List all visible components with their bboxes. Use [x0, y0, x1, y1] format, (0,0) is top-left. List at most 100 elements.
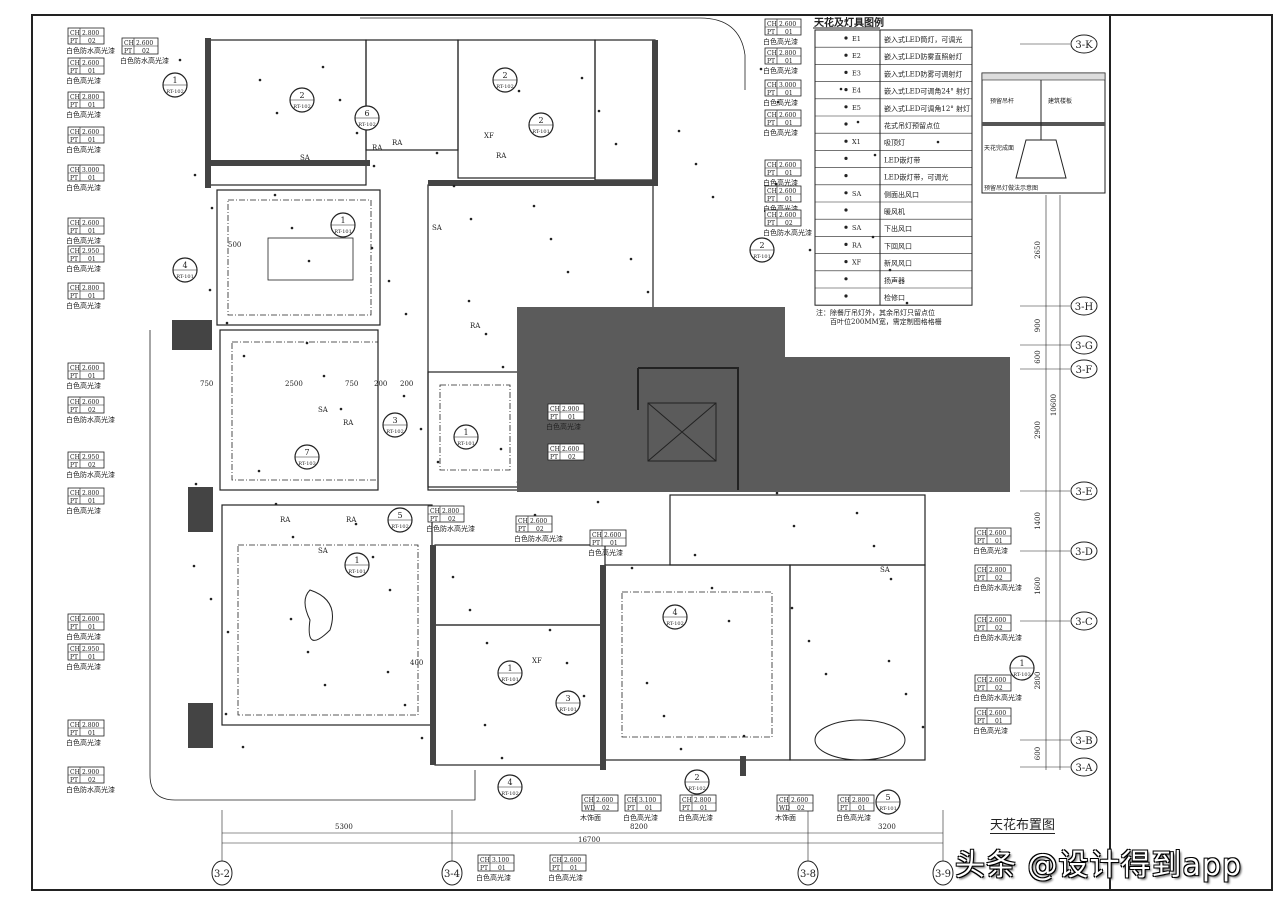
tag-material-value: 01	[785, 29, 793, 36]
tag-finish: 白色高光漆	[66, 264, 101, 273]
axis-bubble	[441, 860, 463, 886]
legend-label: 下出风口	[884, 224, 912, 233]
tag-ch-key: CH	[70, 454, 80, 461]
tag-ch-key: CH	[767, 50, 777, 57]
downlight-icon	[291, 535, 295, 539]
legend-label: 嵌入式LED防雾直照射灯	[884, 52, 962, 61]
axis-bubble	[1070, 359, 1098, 379]
tag-material-key: WD	[584, 805, 595, 812]
tag-ch-key: CH	[70, 248, 80, 255]
tag-finish: 白色防水高光漆	[66, 785, 115, 794]
legend-code: X1	[852, 138, 861, 146]
downlight-icon	[775, 491, 779, 495]
callout-ref: RT-102	[501, 791, 519, 797]
slab	[981, 72, 1106, 81]
drawing-title: 天花布置图	[990, 818, 1056, 834]
axis-label: 3-E	[1075, 487, 1092, 498]
vent-label: XF	[532, 657, 542, 665]
downlight-icon	[209, 597, 213, 601]
tag-material-key: PT	[70, 730, 78, 737]
tag-ch-key: CH	[70, 365, 80, 372]
tag-material-value: 01	[88, 68, 96, 75]
downlight-icon	[582, 694, 586, 698]
tag-ch-value: 2.600	[604, 532, 621, 539]
downlight-icon	[693, 553, 697, 557]
vent-label: RA	[346, 516, 357, 524]
legend-symbol-icon	[844, 36, 848, 40]
tag-ch-value: 2.600	[989, 710, 1006, 717]
tag-material-key: PT	[767, 196, 775, 203]
tag-ch-value: 2.800	[852, 797, 869, 804]
pendant-lamp-icon	[1015, 80, 1067, 179]
downlight-icon	[258, 78, 262, 82]
legend-symbol-icon	[844, 208, 848, 212]
axis-label: 3-H	[1075, 302, 1094, 313]
section-caption: 预留吊灯做法示意图	[984, 184, 1038, 192]
room-outline	[669, 494, 926, 566]
tag-finish: 白色高光漆	[763, 37, 798, 46]
tag-finish: 白色高光漆	[548, 873, 583, 882]
callout-number: 2	[538, 116, 543, 125]
legend-label: 侧面出风口	[884, 190, 919, 199]
tag-finish: 白色防水高光漆	[66, 470, 115, 479]
tag-ch-value: 2.600	[82, 60, 99, 67]
legend-symbol-icon	[844, 156, 848, 160]
room-dimension: 750	[345, 380, 358, 388]
detail-callout: 1RT-101	[497, 660, 523, 686]
legend-label: 嵌入式LED可调角24° 射灯	[884, 87, 970, 96]
tag-ch-key: CH	[584, 797, 594, 804]
downlight-icon	[566, 270, 570, 274]
wall	[188, 703, 213, 748]
ceiling-boundary	[621, 591, 773, 738]
detail-callout: 3RT-101	[555, 690, 581, 716]
tag-ch-key: CH	[70, 167, 80, 174]
downlight-icon	[210, 206, 214, 210]
vent-label: RA	[280, 516, 291, 524]
callout-ref: RT-102	[496, 84, 514, 90]
wall	[205, 160, 370, 166]
ceiling-boundary	[439, 384, 511, 471]
tag-ch-value: 2.950	[82, 248, 99, 255]
tag-finish: 白色防水高光漆	[514, 534, 563, 543]
detail-callout: 2RT-101	[528, 112, 554, 138]
tag-ch-key: CH	[518, 518, 528, 525]
downlight-icon	[936, 140, 940, 144]
tag-material-value: 01	[785, 58, 793, 65]
dimension-text: 5300	[335, 823, 353, 831]
tag-ch-key: CH	[430, 508, 440, 515]
detail-callout: 1RT-103	[1009, 655, 1035, 681]
tag-ch-value: 2.600	[779, 112, 796, 119]
tag-ch-key: CH	[767, 21, 777, 28]
room-outline	[789, 564, 926, 761]
tag-ch-value: 2.600	[779, 162, 796, 169]
callout-ref: RT-101	[559, 707, 577, 713]
tag-material-value: 01	[858, 805, 866, 812]
axis-label: 3-9	[935, 869, 951, 880]
room-outline	[365, 39, 459, 151]
tag-finish: 白色高光漆	[476, 873, 511, 882]
tag-ch-key: CH	[70, 722, 80, 729]
downlight-icon	[694, 162, 698, 166]
legend-code: XF	[852, 259, 862, 267]
callout-number: 1	[354, 556, 359, 565]
downlight-icon	[484, 332, 488, 336]
tag-ch-key: CH	[124, 40, 134, 47]
downlight-icon	[759, 67, 763, 71]
callout-ref: RT-101	[532, 129, 550, 135]
legend-label: 嵌入式LED筒灯，可调光	[884, 35, 962, 44]
vent-label: SA	[880, 566, 891, 574]
tag-ch-value: 2.600	[791, 797, 808, 804]
tag-ch-key: CH	[767, 162, 777, 169]
detail-callout: 5RT-101	[875, 789, 901, 815]
